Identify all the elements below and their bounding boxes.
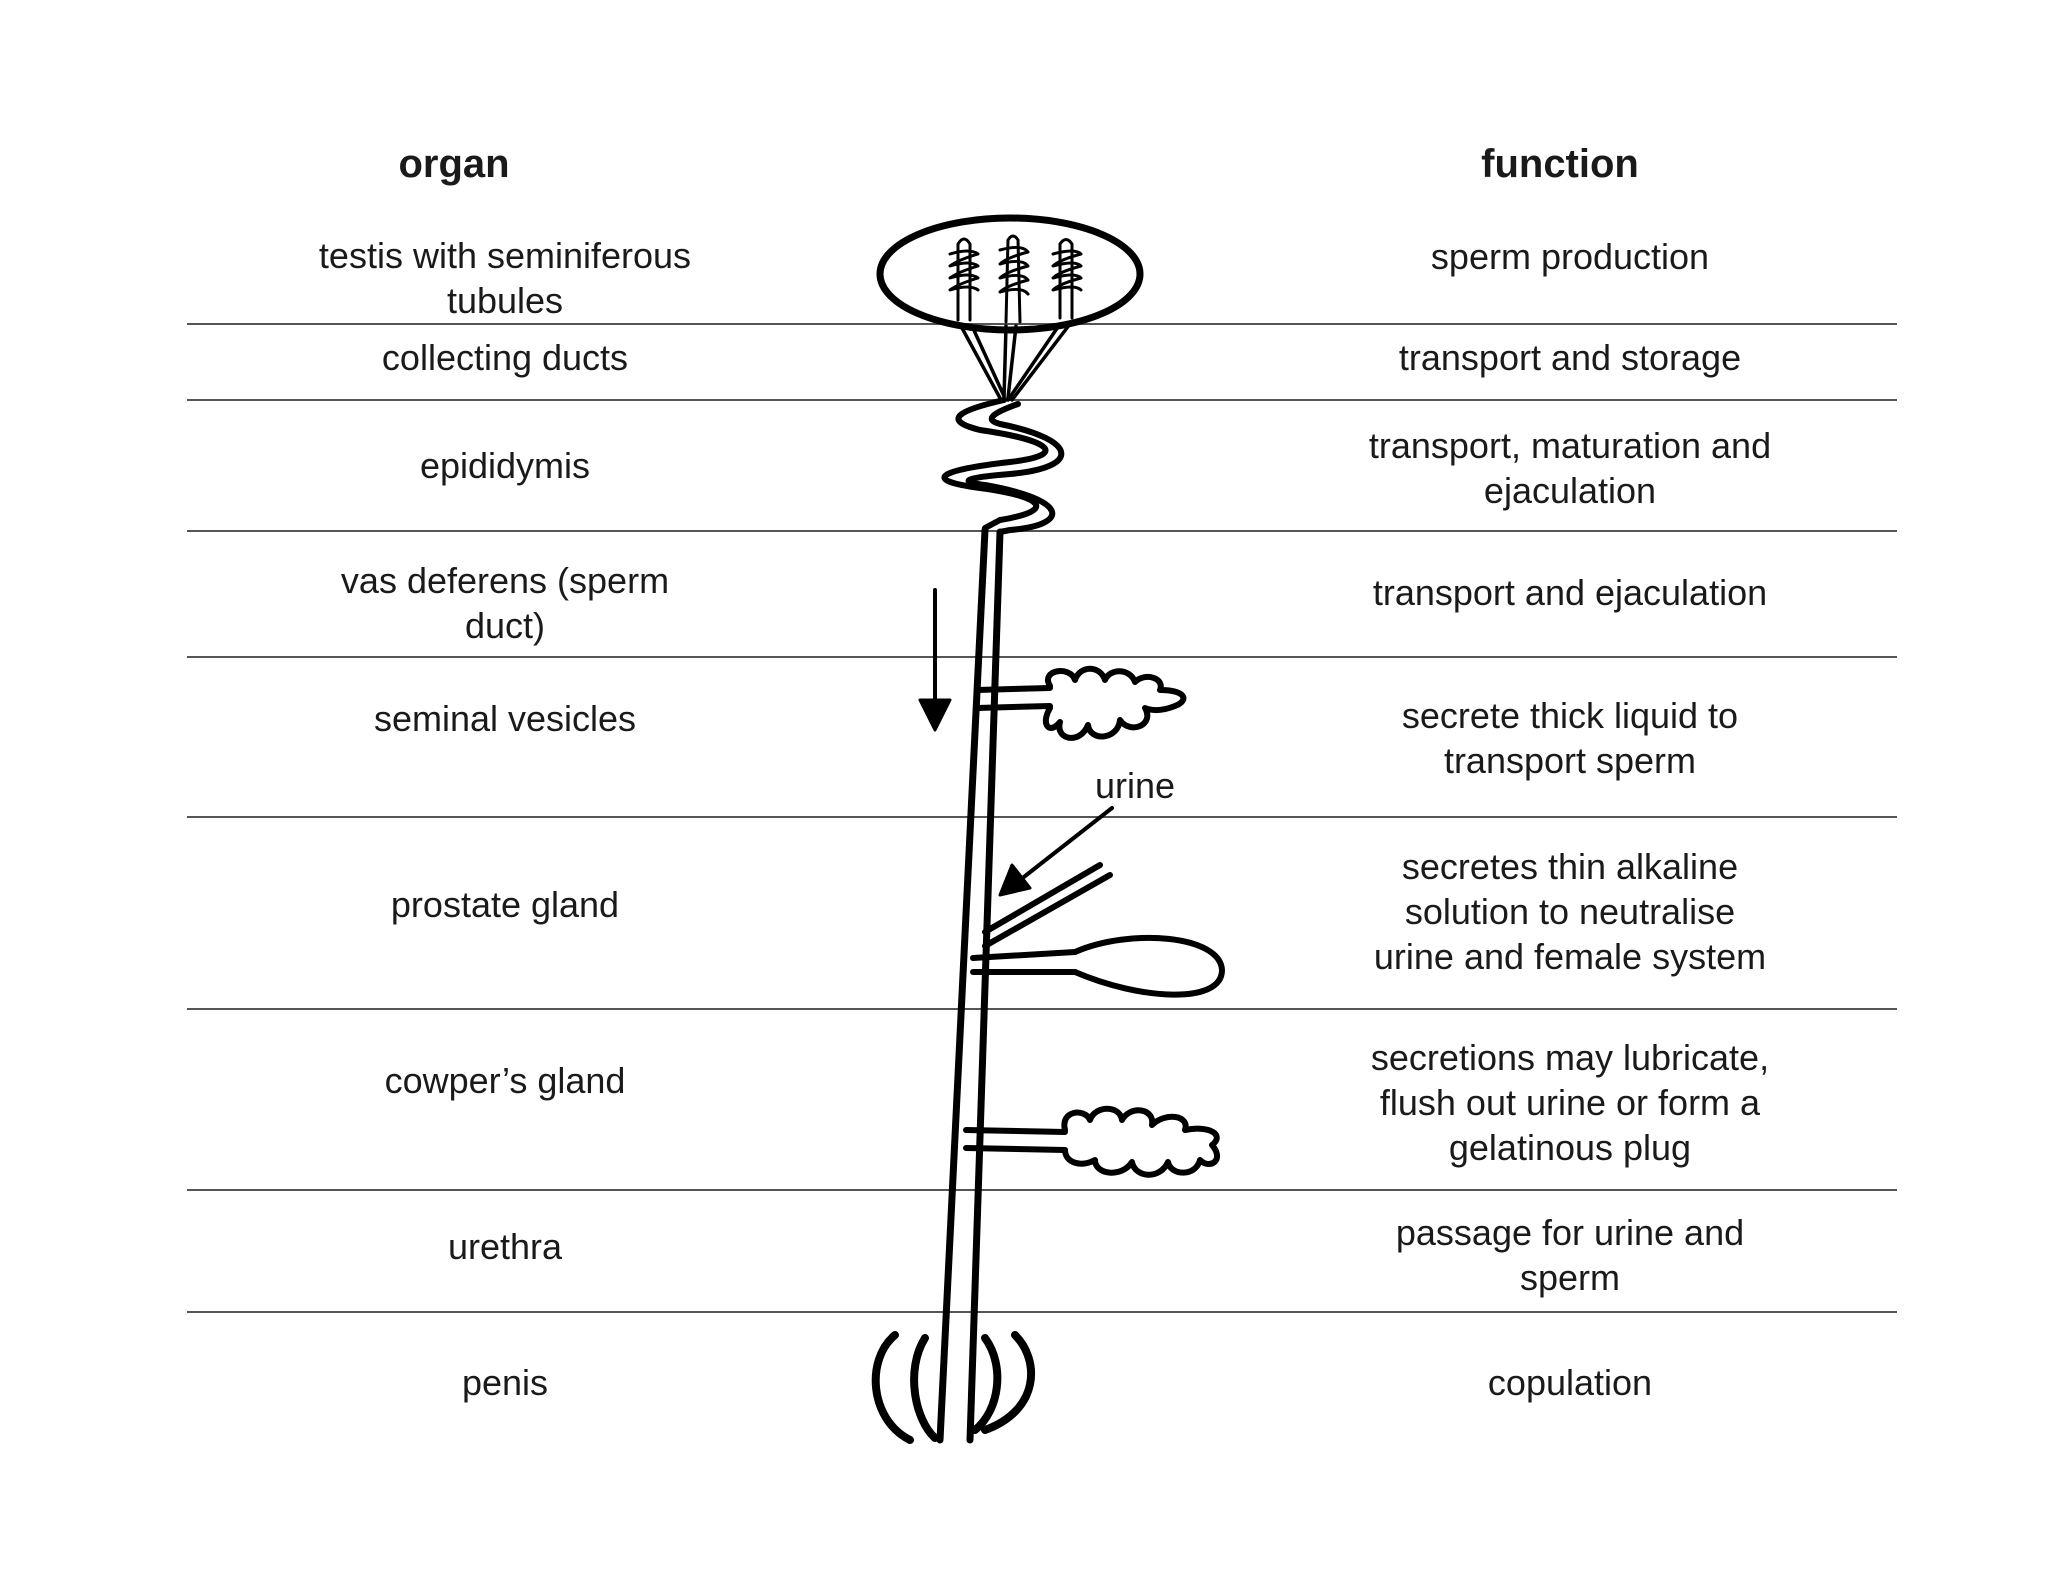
row-divider [187, 1311, 1897, 1313]
function-vas-deferens: transport and ejaculation [1372, 572, 1768, 613]
organ-seminal-vesicles: seminal vesicles [373, 698, 637, 739]
epididymis-shape [941, 397, 1065, 535]
organ-cowpers-gland: cowper’s gland [384, 1060, 626, 1101]
seminal-vesicle-shape [974, 665, 1187, 741]
urine-arrow [1018, 806, 1114, 882]
function-penis: copulation [1487, 1362, 1653, 1403]
testis-shape [876, 214, 1144, 334]
prostate-gland-shape [970, 934, 1225, 998]
row-divider [187, 530, 1897, 532]
row-divider [187, 1008, 1897, 1010]
organ-prostate-gland: prostate gland [390, 884, 620, 925]
urine-arrowhead [998, 863, 1032, 897]
cowpers-gland-shape [963, 1105, 1220, 1178]
row-divider [187, 1189, 1897, 1191]
main-duct [936, 526, 1004, 1444]
organ-epididymis: epididymis [419, 445, 591, 486]
organ-column-header: organ [398, 142, 510, 186]
function-epididymis: transport, maturation and ejaculation [1368, 424, 1772, 511]
urine-label: urine [1094, 765, 1176, 806]
organ-urethra: urethra [447, 1226, 563, 1267]
row-divider [187, 816, 1897, 818]
penis-shape [871, 1331, 1036, 1444]
function-collecting-ducts: transport and storage [1398, 337, 1742, 378]
organ-testis: testis with seminiferous tubules [318, 234, 692, 321]
urine-inlet [982, 862, 1113, 949]
collecting-ducts-shape [960, 322, 1072, 402]
function-testis: sperm production [1430, 236, 1710, 277]
seminiferous-tubules [948, 234, 1083, 324]
row-divider [187, 656, 1897, 658]
row-divider [187, 399, 1897, 401]
function-prostate-gland: secretes thin alkaline solution to neutr… [1373, 845, 1767, 977]
function-seminal-vesicles: secrete thick liquid to transport sperm [1401, 694, 1739, 781]
function-column-header: function [1481, 142, 1639, 186]
function-cowpers-gland: secretions may lubricate, flush out urin… [1370, 1036, 1770, 1168]
organ-collecting-ducts: collecting ducts [381, 337, 629, 378]
organ-penis: penis [461, 1362, 549, 1403]
organ-vas-deferens: vas deferens (sperm duct) [340, 559, 670, 646]
function-urethra: passage for urine and sperm [1395, 1211, 1745, 1298]
sperm-flow-arrowhead [918, 698, 952, 732]
